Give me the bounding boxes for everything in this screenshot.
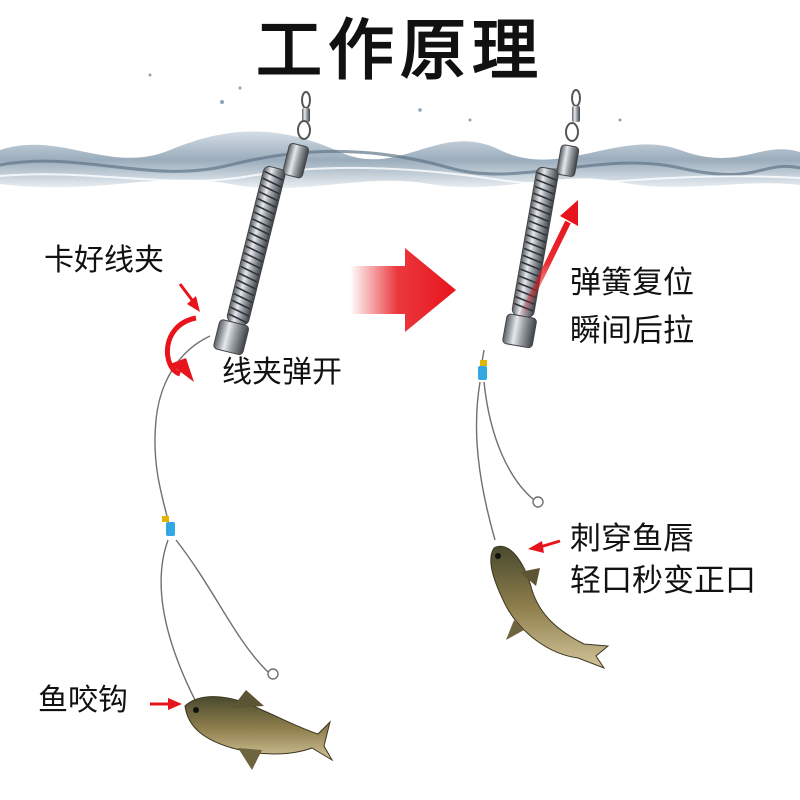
coil-turn bbox=[520, 268, 540, 278]
right-spring-clip bbox=[502, 144, 580, 349]
coil-turn bbox=[529, 213, 550, 223]
up-arrow-icon bbox=[517, 200, 578, 322]
coil-turn bbox=[257, 197, 277, 209]
coil-turn bbox=[258, 190, 278, 202]
coil-turn bbox=[535, 178, 556, 188]
coil-turn bbox=[252, 218, 272, 229]
coil-turn bbox=[523, 247, 544, 257]
right-connector bbox=[478, 366, 487, 380]
right-swivel bbox=[565, 89, 581, 142]
coil-turn bbox=[527, 226, 547, 237]
water-surface bbox=[0, 73, 800, 189]
coil-turn bbox=[235, 286, 255, 297]
coil-turn bbox=[240, 265, 260, 277]
coil-turn bbox=[247, 238, 267, 249]
coil-turn bbox=[260, 184, 280, 195]
left-connector bbox=[166, 522, 175, 536]
label-pierce-lip: 刺穿鱼唇 bbox=[570, 521, 694, 557]
pointer-arrow-pierce bbox=[528, 539, 561, 553]
coil-turn bbox=[518, 275, 539, 285]
coil-turn bbox=[228, 313, 248, 324]
coil-turn bbox=[524, 240, 545, 250]
label-mouth-correct: 轻口秒变正口 bbox=[570, 563, 756, 599]
left-spring-clip bbox=[213, 143, 310, 356]
coil-turn bbox=[263, 170, 284, 181]
left-rig-line bbox=[154, 335, 269, 701]
fish-right bbox=[490, 545, 610, 670]
coil-turn bbox=[243, 252, 263, 263]
coil-turn bbox=[233, 292, 253, 304]
coil-turn bbox=[248, 231, 268, 243]
coil-turn bbox=[241, 258, 262, 270]
right-bead bbox=[480, 360, 487, 366]
coil-turn bbox=[250, 224, 270, 236]
coil-turn bbox=[255, 204, 275, 215]
coil-turn bbox=[528, 220, 549, 230]
page-title: 工作原理 bbox=[256, 12, 544, 89]
coil-turn bbox=[245, 245, 265, 256]
coil-turn bbox=[253, 211, 273, 222]
coil-turn bbox=[521, 261, 541, 271]
label-fish-bite: 鱼咬钩 bbox=[38, 683, 128, 718]
left-swivel bbox=[297, 91, 311, 140]
curved-arrow-icon bbox=[164, 315, 197, 382]
coil-turn bbox=[533, 192, 553, 202]
coil-turn bbox=[236, 279, 256, 290]
coil-turn bbox=[530, 206, 551, 216]
label-spring-reset: 弹簧复位 bbox=[570, 265, 694, 301]
coil-turn bbox=[262, 177, 282, 188]
coil-turn bbox=[534, 185, 555, 195]
fish-left bbox=[184, 690, 334, 770]
label-pull-back: 瞬间后拉 bbox=[570, 313, 694, 349]
coil-turn bbox=[526, 233, 546, 243]
label-clip-set: 卡好线夹 bbox=[44, 243, 164, 278]
pointer-arrow-clip-set bbox=[178, 283, 200, 312]
coil-turn bbox=[537, 171, 557, 181]
coil-turn bbox=[238, 272, 258, 283]
coil-turn bbox=[522, 254, 543, 264]
coil-turn bbox=[532, 199, 552, 209]
big-right-arrow-icon bbox=[350, 248, 456, 332]
pointer-arrow-fish-bite bbox=[150, 698, 182, 710]
label-clip-open: 线夹弹开 bbox=[222, 355, 342, 390]
spring-coil bbox=[228, 170, 284, 324]
left-bead bbox=[162, 516, 169, 522]
coil-turn bbox=[231, 299, 251, 310]
coil-turn bbox=[230, 306, 250, 317]
